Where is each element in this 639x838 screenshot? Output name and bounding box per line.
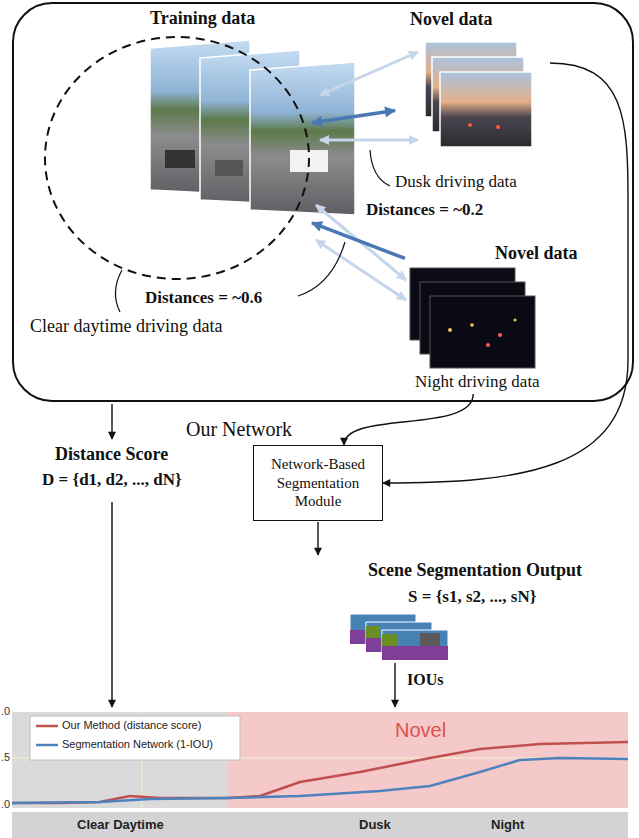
output-formula: S = {s1, s2, ..., sN} [408, 587, 536, 607]
category-label: Night [491, 817, 524, 832]
segmentation-images [350, 614, 448, 660]
legend-box [30, 716, 240, 760]
group-caption: Night driving data [415, 372, 540, 392]
seg-region [382, 646, 448, 660]
category-label: Dusk [359, 817, 391, 832]
novel-data-group: Novel dataNight driving data [405, 240, 600, 394]
distance-value: Distances = ~0.2 [366, 200, 483, 220]
group-caption: Dusk driving data [395, 172, 517, 192]
distance-curve [12, 742, 628, 803]
flow-arrow [111, 404, 112, 439]
distance-value: Distances = ~0.6 [145, 288, 262, 308]
output-formula: D = {d1, d2, ..., dN} [42, 470, 182, 490]
process-box: Network-Based Segmentation Module [253, 445, 383, 521]
leader-line [370, 150, 390, 186]
training-data-cluster: Training data [42, 6, 312, 284]
group-heading: Novel data [495, 243, 578, 264]
output-label: Scene Segmentation Output [368, 560, 582, 581]
chart [12, 712, 628, 838]
legend-sample [36, 744, 58, 747]
light [486, 343, 490, 347]
axis-tick: .5 [1, 751, 10, 763]
seg-region [366, 626, 380, 638]
light [514, 319, 517, 322]
photo [430, 296, 535, 368]
leader-lines [115, 150, 390, 312]
category-label: Clear Daytime [77, 817, 164, 832]
legend-text: Segmentation Network (1-IOU) [62, 738, 213, 750]
seg-image [382, 630, 448, 660]
dashed-ellipse [42, 6, 312, 284]
flow-arrow [111, 502, 112, 707]
legend-sample [36, 725, 58, 728]
legend-text: Our Method (distance score) [62, 719, 201, 731]
seg-region [420, 633, 440, 646]
connector [312, 223, 405, 259]
car [215, 160, 243, 176]
distance-arrow [320, 139, 418, 142]
night-photos [410, 268, 535, 368]
photo [440, 72, 532, 147]
light [470, 323, 474, 327]
output-label: Distance Score [55, 444, 168, 465]
region-label: Novel [395, 719, 446, 742]
leader-line [298, 242, 345, 296]
axis-tick: .0 [1, 798, 10, 810]
cluster-heading: Training data [150, 8, 255, 29]
seg-region [382, 634, 398, 646]
flow-arrow [394, 663, 395, 707]
cluster-outline [45, 37, 309, 279]
category-bar [12, 812, 628, 838]
axis-tick: .0 [1, 705, 10, 717]
distance-arrow [316, 240, 406, 300]
daytime-photos [150, 40, 355, 215]
process-label: Network-Based Segmentation Module [258, 455, 378, 511]
dusk-photos [425, 42, 532, 147]
car [165, 150, 195, 168]
light [498, 333, 502, 337]
flow-arrow [317, 522, 318, 555]
network-boundary: Our NetworkTraining dataNovel dataDusk d… [12, 2, 634, 402]
connector [312, 111, 395, 123]
novel-data-group: Novel dataDusk driving data [395, 6, 550, 196]
chart-region [228, 712, 628, 808]
light [496, 125, 500, 129]
network-title: Our Network [186, 418, 292, 441]
light [448, 328, 452, 332]
leader-line [115, 270, 122, 312]
light [468, 123, 472, 127]
group-heading: Novel data [410, 9, 493, 30]
arrow-label: IOUs [407, 671, 443, 689]
iou-curve [12, 758, 628, 803]
leader-label: Clear daytime driving data [30, 316, 222, 337]
distance-arrow [320, 52, 418, 95]
